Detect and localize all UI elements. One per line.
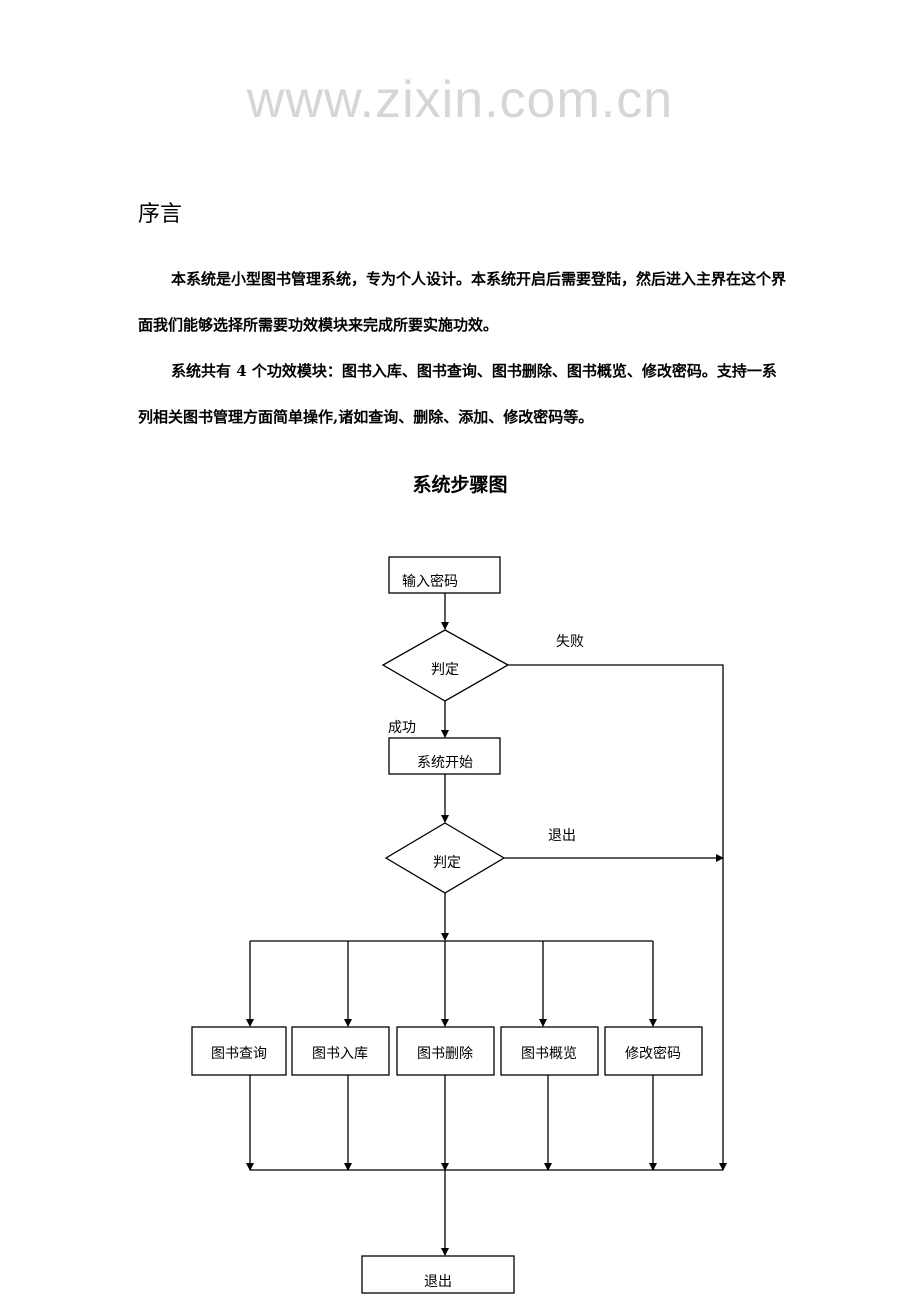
module-label: 修改密码 bbox=[625, 1045, 681, 1062]
intro-paragraph: 本系统是小型图书管理系统，专为个人设计。本系统开启后需要登陆，然后进入主界在这个… bbox=[138, 270, 787, 334]
module-label: 图书查询 bbox=[211, 1046, 267, 1062]
watermark: www.zixin.com.cn bbox=[246, 71, 674, 129]
figure-title: 系统步骤图 bbox=[412, 474, 508, 496]
success-label: 成功 bbox=[388, 720, 416, 736]
decision2-label: 判定 bbox=[433, 855, 461, 871]
module-label: 图书入库 bbox=[312, 1046, 368, 1062]
module-label: 图书概览 bbox=[521, 1046, 577, 1062]
section-heading: 序言 bbox=[138, 202, 183, 227]
module-box bbox=[500, 1026, 599, 1076]
end-label: 退出 bbox=[424, 1274, 452, 1290]
module-box bbox=[191, 1026, 287, 1076]
system-start-label: 系统开始 bbox=[417, 755, 473, 771]
start-label: 输入密码 bbox=[402, 573, 458, 590]
exit-label: 退出 bbox=[548, 828, 576, 844]
end-box bbox=[361, 1255, 515, 1294]
fail-line bbox=[508, 664, 727, 1171]
module-box bbox=[291, 1026, 390, 1076]
decision1-label: 判定 bbox=[431, 662, 459, 678]
fail-label: 失败 bbox=[556, 634, 584, 650]
modules-paragraph: 系统共有 4 个功效模块：图书入库、图书查询、图书删除、图书概览、修改密码。支持… bbox=[138, 362, 777, 426]
module-label: 图书删除 bbox=[417, 1046, 473, 1062]
